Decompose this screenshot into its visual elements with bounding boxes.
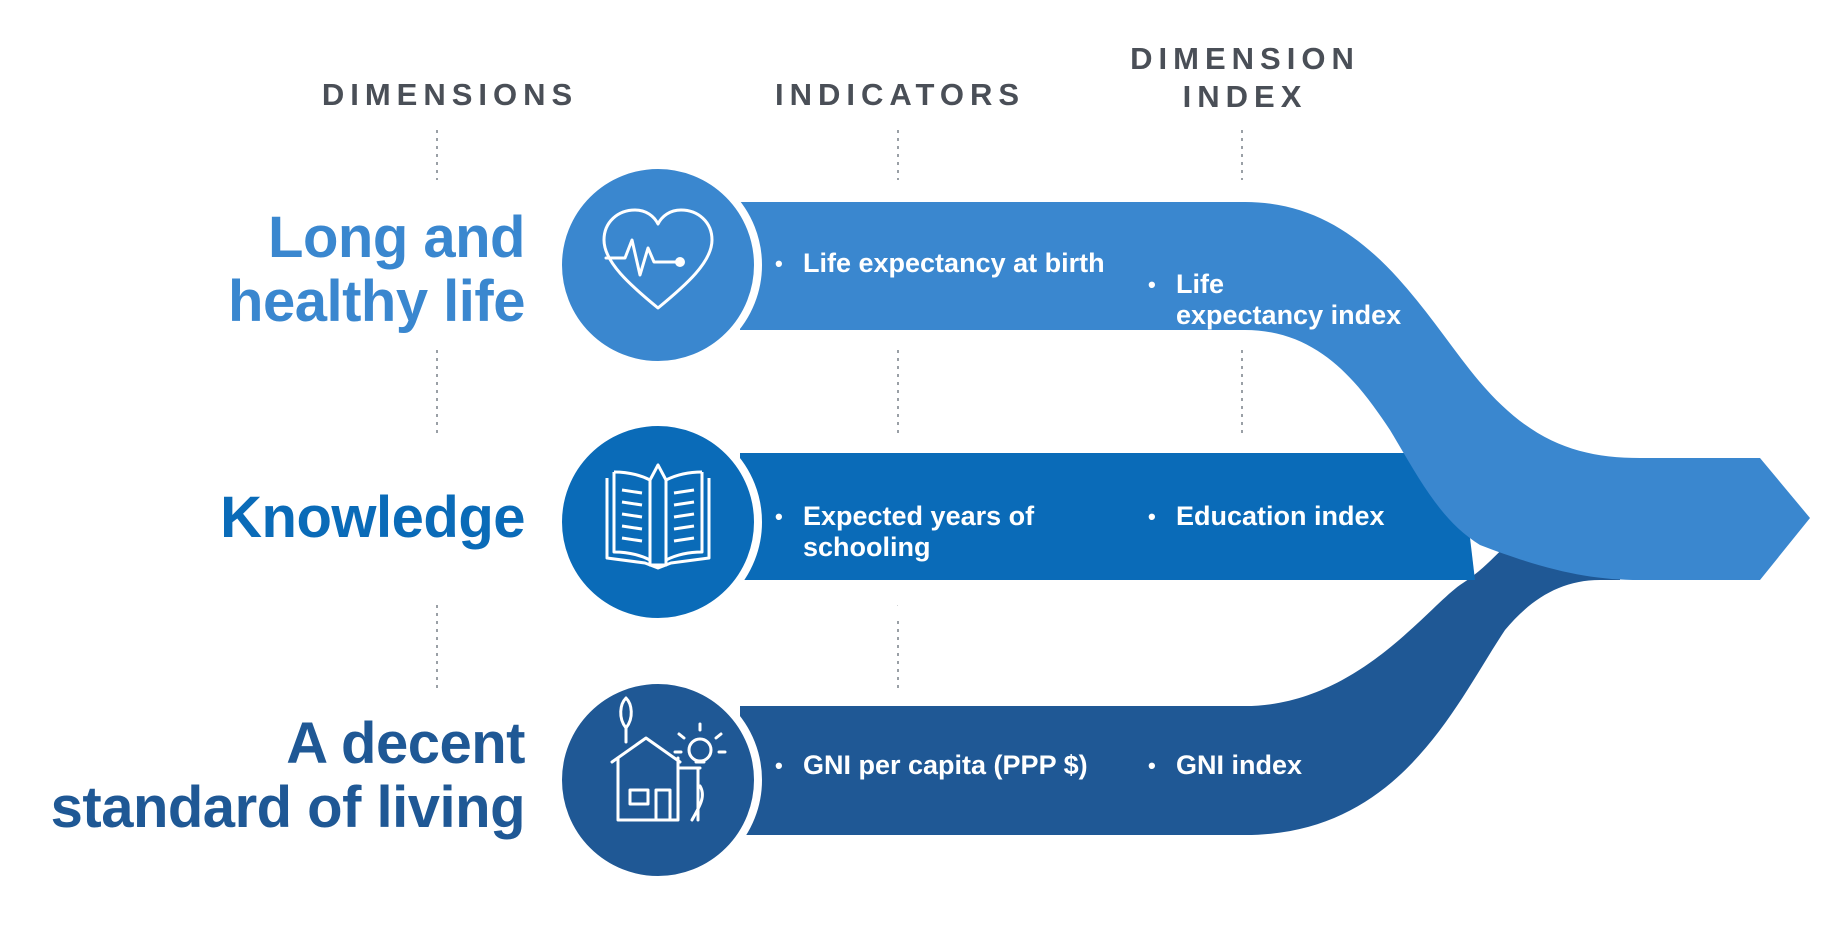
circle-living — [554, 676, 762, 884]
dimension-label-knowledge: Knowledge — [220, 485, 525, 550]
indicator-item: GNI per capita (PPP $) — [775, 750, 1135, 781]
flow-band-life — [740, 202, 1810, 580]
indicators-list-knowledge: Expected years of schooling Mean years o… — [775, 470, 1135, 656]
index-item: Life expectancy index — [1148, 269, 1438, 331]
circle-life — [554, 161, 762, 369]
dimension-label-standard-of-living: A decent standard of living — [50, 711, 526, 840]
header-dimension-index: DIMENSION INDEX — [1130, 41, 1360, 114]
house-tree-bulb-icon — [610, 696, 727, 822]
indicator-item: Life expectancy at birth — [775, 248, 1135, 279]
circle-knowledge — [554, 418, 762, 626]
header-indicators: INDICATORS — [774, 77, 1026, 112]
icon-circles — [554, 161, 762, 884]
book-pencil-icon — [605, 463, 711, 570]
index-list-living: GNI index — [1148, 750, 1438, 781]
index-list-life: Life expectancy index — [1148, 238, 1438, 362]
indicators-list-living: GNI per capita (PPP $) — [775, 750, 1135, 781]
indicator-item: Expected years of schooling — [775, 501, 1135, 563]
index-list-knowledge: Education index — [1148, 501, 1438, 532]
index-item: GNI index — [1148, 750, 1438, 781]
heart-pulse-icon — [602, 208, 714, 310]
indicator-item: Mean years of schooling — [775, 594, 1135, 625]
index-item: Education index — [1148, 501, 1438, 532]
dimension-label-long-healthy-life: Long and healthy life — [228, 205, 525, 334]
header-dimensions: DIMENSIONS — [321, 77, 579, 112]
column-dividers — [436, 130, 1243, 690]
indicators-list-life: Life expectancy at birth — [775, 248, 1135, 279]
